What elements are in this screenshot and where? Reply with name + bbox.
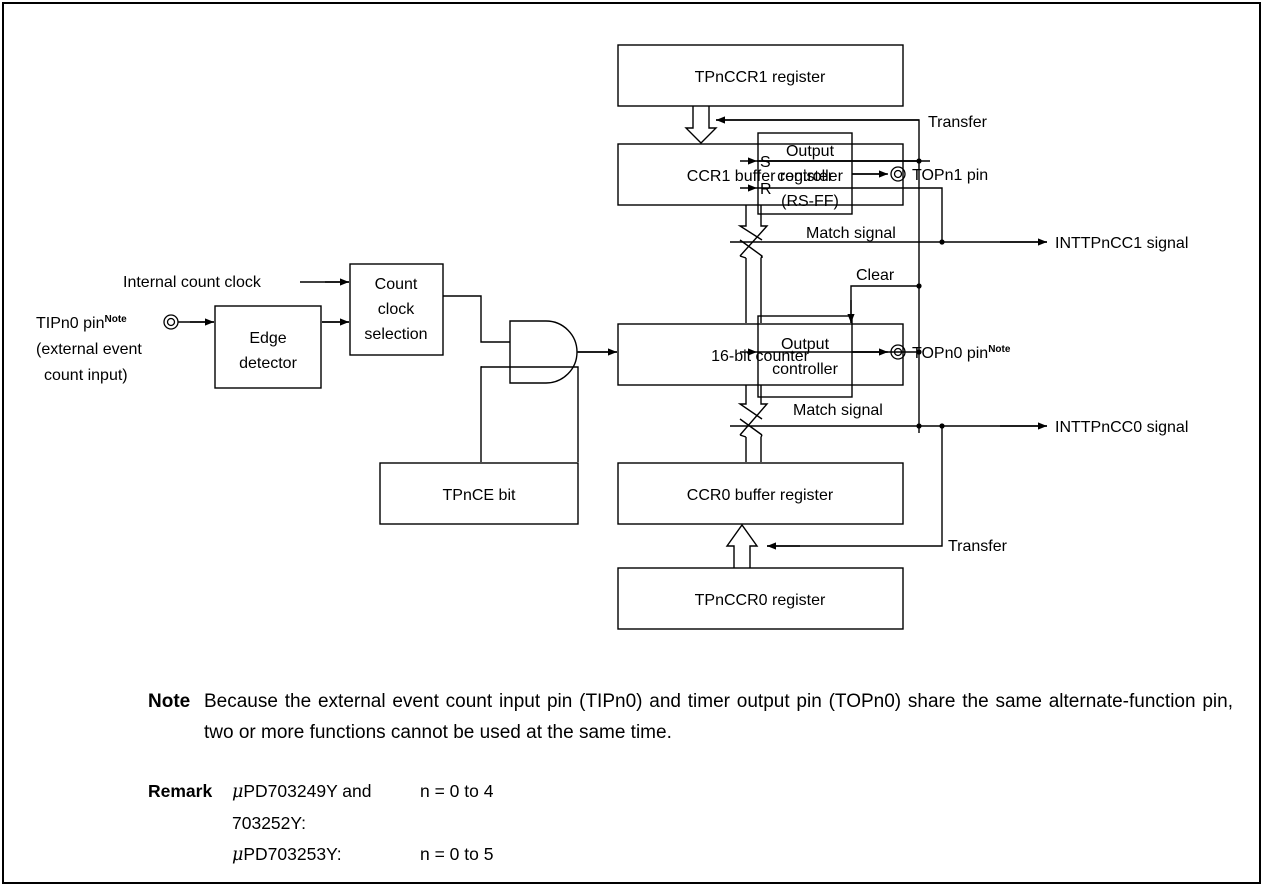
- remark-device-2: PD703253Y:: [243, 844, 342, 864]
- bus-ccr1-counter: [737, 205, 769, 323]
- ccr1-buffer-label: CCR1 buffer register: [687, 168, 834, 185]
- transfer-bottom-label: Transfer: [948, 538, 1008, 555]
- count-clock-line3: selection: [364, 326, 427, 343]
- topn1-pin-label: TOPn1 pin: [912, 167, 988, 184]
- output-controller-0-box: [757, 315, 853, 398]
- match-signal-top-label: Match signal: [806, 225, 896, 242]
- block-diagram: TPnCCR1 register CCR1 buffer register 16…: [36, 44, 1188, 630]
- internal-count-clock-label: Internal count clock: [123, 274, 262, 291]
- count-clock-box: [349, 263, 444, 356]
- bus-arrow-ccr0: [725, 523, 759, 568]
- inttpncc1-signal-label: INTTPnCC1 signal: [1055, 235, 1188, 252]
- inttpncc0-signal-label: INTTPnCC0 signal: [1055, 419, 1188, 436]
- tipn0-pin-label: TIPn0 pinNote: [36, 314, 127, 332]
- external-event-line1: (external event: [36, 341, 142, 358]
- remark-device-1: PD703249Y and 703252Y:: [232, 781, 372, 833]
- tpnccr0-register-box: [617, 567, 904, 630]
- count-clock-line2: clock: [378, 301, 415, 318]
- and-gate: [509, 320, 578, 384]
- tpnccr0-register-label: TPnCCR0 register: [695, 592, 826, 609]
- ccr0-buffer-label: CCR0 buffer register: [687, 487, 834, 504]
- match-signal-bottom-label: Match signal: [793, 402, 883, 419]
- tpnccr1-register-box: [617, 44, 904, 107]
- output-controller-1-line1: Output: [786, 143, 835, 160]
- output-controller-0-line2: controller: [772, 361, 838, 378]
- tipn0-pin-symbol: [163, 314, 179, 330]
- counter-label: 16-bit counter: [711, 348, 810, 365]
- set-input-label: S: [760, 154, 771, 171]
- remark-row: Remark μPD703249Y and 703252Y: n = 0 to …: [148, 776, 493, 839]
- topn0-pin-label: TOPn0 pinNote: [912, 344, 1011, 362]
- count-clock-line1: Count: [375, 276, 418, 293]
- note-section: Note Because the external event count in…: [148, 686, 1233, 748]
- bus-counter-ccr0: [737, 385, 769, 462]
- reset-input-label: R: [760, 181, 772, 198]
- output-controller-1-line2: controller: [777, 168, 843, 185]
- tpnccr1-register-label: TPnCCR1 register: [695, 69, 826, 86]
- edge-detector-box: [214, 305, 322, 389]
- output-controller-0-line1: Output: [781, 336, 830, 353]
- topn0-pin-symbol: [890, 344, 906, 360]
- ccr0-buffer-box: [617, 462, 904, 525]
- edge-detector-line1: Edge: [249, 330, 286, 347]
- clear-label: Clear: [856, 267, 895, 284]
- edge-detector-line2: detector: [239, 355, 297, 372]
- remark-range-1: n = 0 to 4: [420, 781, 494, 801]
- tpnce-bit-label: TPnCE bit: [443, 487, 516, 504]
- output-controller-1-line3: (RS-FF): [781, 193, 839, 210]
- bus-arrow-ccr1: [684, 106, 718, 144]
- note-text: Because the external event count input p…: [204, 691, 1233, 743]
- remark-row: μPD703253Y: n = 0 to 5: [148, 839, 493, 871]
- remark-range-2: n = 0 to 5: [420, 844, 494, 864]
- external-event-line2: count input): [44, 367, 128, 384]
- tpnce-bit-box: [379, 462, 579, 525]
- topn1-pin-symbol: [890, 166, 906, 182]
- transfer-top-label: Transfer: [928, 114, 988, 131]
- remark-section: Remark μPD703249Y and 703252Y: n = 0 to …: [148, 776, 493, 871]
- note-label: Note: [148, 691, 191, 712]
- remark-label: Remark: [148, 781, 213, 801]
